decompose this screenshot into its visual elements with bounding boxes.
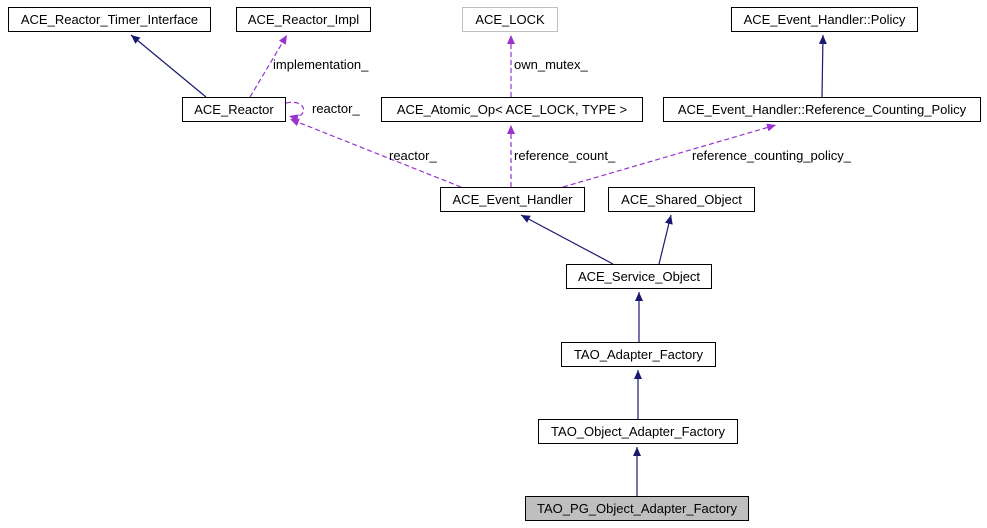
node-ace-atomic-op[interactable]: ACE_Atomic_Op< ACE_LOCK, TYPE >: [381, 97, 643, 122]
node-ace-shared-object[interactable]: ACE_Shared_Object: [608, 187, 755, 212]
edge-usage-reference-counting-policy: [562, 123, 777, 188]
edge-label-implementation: implementation_: [273, 57, 369, 72]
node-ace-lock: ACE_LOCK: [462, 7, 558, 32]
edge-usage-reactor-member: [289, 118, 462, 188]
edge-inherit-reactor-to-timer-interface: [130, 34, 207, 98]
node-tao-pg-object-adapter-factory: TAO_PG_Object_Adapter_Factory: [525, 496, 749, 521]
node-ace-reactor[interactable]: ACE_Reactor: [182, 97, 286, 122]
node-ace-event-handler-reference-counting-policy[interactable]: ACE_Event_Handler::Reference_Counting_Po…: [663, 97, 981, 122]
node-ace-event-handler[interactable]: ACE_Event_Handler: [440, 187, 585, 212]
edge-label-reference-count: reference_count_: [514, 148, 616, 163]
edge-label-reference-counting-policy: reference_counting_policy_: [692, 148, 851, 163]
node-ace-reactor-impl[interactable]: ACE_Reactor_Impl: [236, 7, 371, 32]
node-tao-object-adapter-factory[interactable]: TAO_Object_Adapter_Factory: [538, 419, 738, 444]
edge-usage-implementation: [249, 34, 288, 98]
node-ace-service-object[interactable]: ACE_Service_Object: [566, 264, 712, 289]
node-ace-reactor-timer-interface[interactable]: ACE_Reactor_Timer_Interface: [8, 7, 211, 32]
edge-usage-reactor-self-loop: [285, 101, 305, 123]
edge-label-reactor-self: reactor_: [312, 101, 360, 116]
node-tao-adapter-factory[interactable]: TAO_Adapter_Factory: [561, 342, 716, 367]
edge-label-own-mutex: own_mutex_: [514, 57, 588, 72]
edge-inherit-service-object-to-event-handler: [520, 214, 614, 265]
edge-inherit-refcounting-policy-to-policy: [818, 34, 827, 98]
node-ace-event-handler-policy[interactable]: ACE_Event_Handler::Policy: [731, 7, 918, 32]
edge-inherit-service-object-to-shared-object: [658, 214, 673, 265]
edge-label-reactor-member: reactor_: [389, 148, 437, 163]
